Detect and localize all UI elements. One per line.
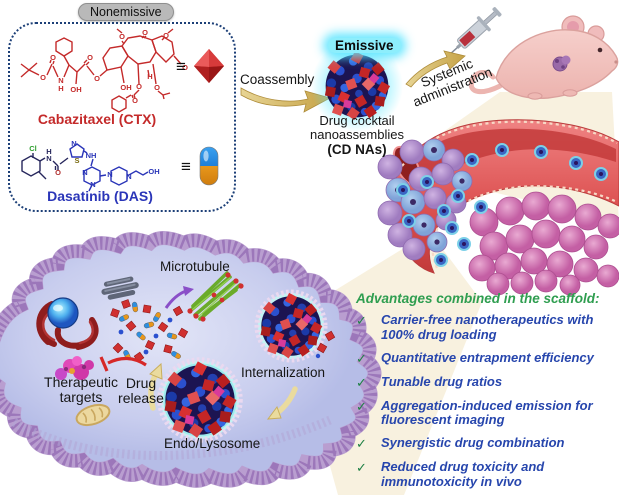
golgi-apparatus	[101, 276, 139, 300]
cd-na-nanoparticle	[311, 40, 403, 132]
advantage-item: ✓ Tunable drug ratios	[356, 373, 618, 391]
advantages-title: Advantages combined in the scaffold:	[356, 291, 600, 306]
advantage-text: Carrier-free nanotherapeutics with 100% …	[381, 312, 594, 342]
coassembly-label: Coassembly	[240, 72, 315, 87]
advantages-list: ✓ Carrier-free nanotherapeutics with 100…	[356, 312, 618, 490]
check-icon: ✓	[356, 350, 367, 366]
svg-text:H: H	[46, 147, 51, 156]
svg-text:O: O	[154, 83, 160, 92]
svg-text:N: N	[82, 168, 87, 177]
ctx-label: Cabazitaxel (CTX)	[37, 111, 157, 127]
mouse-tumor	[552, 55, 571, 72]
svg-text:O: O	[132, 96, 138, 105]
advantage-text: Quantitative entrapment efficiency	[381, 349, 594, 365]
microtubule-arrow	[164, 286, 194, 309]
therapeutic-targets-label: Therapeutic targets	[44, 374, 118, 406]
inhibition-arrow	[99, 356, 147, 372]
advantage-text: Reduced drug toxicity and immunotoxicity…	[381, 459, 545, 490]
svg-text:N: N	[107, 170, 112, 179]
svg-text:OH: OH	[120, 83, 131, 92]
das-structure	[21, 143, 149, 192]
advantage-text: Synergistic drug combination	[381, 435, 565, 451]
svg-text:S: S	[74, 156, 79, 165]
svg-text:NH: NH	[86, 151, 97, 160]
svg-text:OH: OH	[148, 167, 159, 176]
tumor-vessel-illustration	[377, 119, 619, 296]
svg-text:Cl: Cl	[29, 144, 37, 153]
check-icon: ✓	[356, 460, 367, 476]
advantage-item: ✓ Aggregation-induced emission for fluor…	[356, 397, 618, 429]
endolysosome-label: Endo/Lysosome	[164, 436, 261, 451]
mouse	[468, 15, 619, 100]
mitochondria	[75, 403, 111, 427]
nonemissive-badge: Nonemissive	[78, 3, 174, 21]
internalization-label: Internalization	[241, 365, 326, 380]
advantage-item: ✓ Reduced drug toxicity and immunotoxici…	[356, 459, 618, 490]
svg-text:O: O	[40, 73, 46, 82]
microtubule-label: Microtubule	[160, 259, 230, 274]
blue-orange-capsule-icon	[199, 146, 219, 186]
cell-membrane	[0, 231, 381, 488]
mouse-tail	[468, 70, 503, 95]
product-line1: Drug cocktail	[319, 113, 395, 128]
check-icon: ✓	[356, 436, 367, 452]
nucleus	[36, 297, 99, 350]
svg-text:O: O	[50, 53, 56, 62]
svg-text:O: O	[142, 28, 148, 37]
svg-text:O: O	[119, 32, 125, 41]
das-atom-labels: Cl H N O N S NH N N N N OH	[29, 139, 159, 189]
das-label: Dasatinib (DAS)	[47, 188, 153, 204]
syringe-icon	[445, 7, 502, 58]
svg-text:O: O	[87, 53, 93, 62]
emissive-badge: Emissive	[328, 38, 401, 53]
svg-text:O: O	[182, 63, 188, 72]
svg-text:N: N	[90, 180, 95, 189]
svg-text:N: N	[46, 154, 51, 163]
check-icon: ✓	[356, 398, 367, 414]
internalization-arrow	[266, 386, 298, 420]
nonemissive-legend-box	[8, 22, 236, 212]
svg-text:N: N	[58, 76, 63, 85]
released-drug-molecules	[110, 299, 189, 363]
circulating-nanoparticles	[396, 143, 608, 267]
equivalence-symbol-das: ≡	[181, 157, 191, 176]
product-abbrev: (CD NAs)	[327, 141, 387, 157]
advantage-text: Tunable drug ratios	[381, 373, 503, 389]
check-icon: ✓	[356, 313, 367, 328]
product-line2: nanoassemblies	[310, 127, 404, 143]
advantages-panel: Advantages combined in the scaffold: ✓ C…	[356, 291, 618, 495]
product-name: Drug cocktail nanoassemblies (CD NAs)	[298, 113, 416, 157]
drug-release-arrow	[148, 362, 163, 411]
svg-text:O: O	[94, 74, 100, 83]
endolysosome-vesicle	[157, 357, 243, 443]
advantage-item: ✓ Carrier-free nanotherapeutics with 100…	[356, 312, 618, 343]
svg-text:O: O	[163, 31, 169, 40]
administration-arrow	[405, 50, 466, 88]
svg-text:H: H	[58, 84, 63, 93]
equivalence-symbol-ctx: ≡	[176, 57, 186, 76]
ctx-structure	[20, 28, 182, 113]
svg-text:N: N	[71, 139, 76, 148]
advantage-item: ✓ Quantitative entrapment efficiency	[356, 349, 618, 367]
advantage-item: ✓ Synergistic drug combination	[356, 435, 618, 452]
therapeutic-targets	[55, 356, 94, 380]
microtubule	[187, 271, 244, 322]
ctx-atom-labels: O O N H OH O O O O O O OH O H O O	[40, 28, 188, 105]
svg-text:O: O	[136, 82, 142, 91]
svg-text:OH: OH	[70, 85, 81, 94]
cancer-cell	[0, 231, 382, 488]
svg-text:N: N	[126, 172, 131, 181]
drug-release-label: Drug release	[118, 375, 164, 407]
advantage-text: Aggregation-induced emission for fluores…	[381, 397, 593, 428]
red-diamond-icon	[194, 49, 224, 83]
check-icon: ✓	[356, 374, 367, 390]
tumor-right	[468, 191, 619, 296]
mouse-eye	[597, 47, 603, 53]
svg-text:O: O	[55, 168, 61, 177]
internalization-vesicle	[254, 289, 336, 363]
svg-text:H: H	[147, 72, 152, 81]
